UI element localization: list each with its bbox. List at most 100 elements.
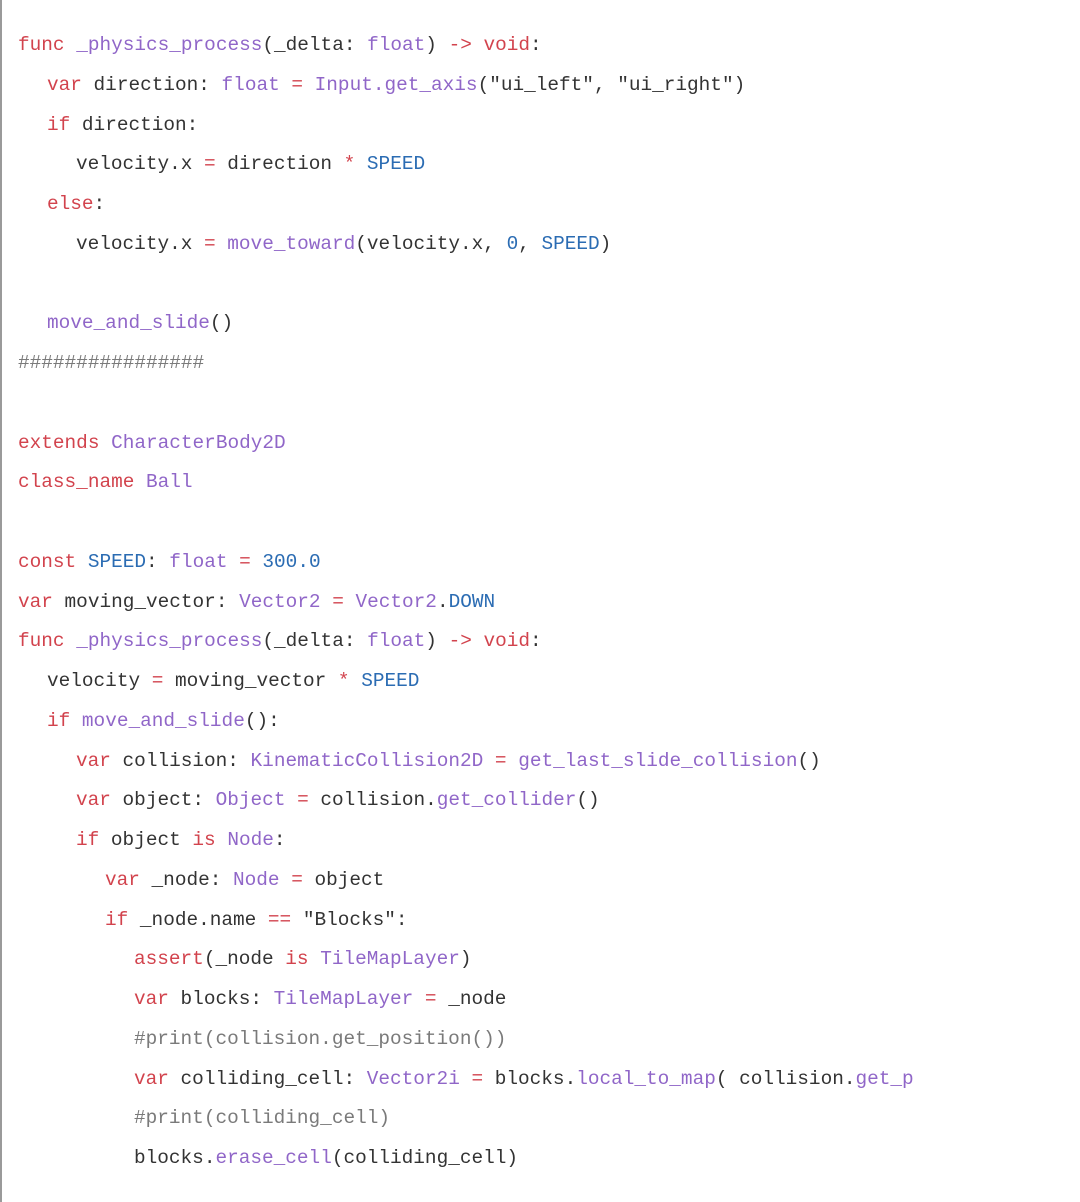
code-token: direction: xyxy=(81,113,199,136)
code-token xyxy=(507,750,519,772)
code-token: SPEED xyxy=(366,153,426,176)
code-token: else xyxy=(47,193,94,215)
code-token: get_collider xyxy=(436,789,577,812)
code-line: ################ xyxy=(2,344,1080,384)
code-token: (_node xyxy=(203,948,286,971)
code-token: == xyxy=(267,908,292,931)
code-token: SPEED xyxy=(361,670,420,692)
code-token: direction: xyxy=(93,73,222,96)
code-token: var xyxy=(76,749,123,772)
code-line: #print(collision.get_position()) xyxy=(2,1020,1080,1060)
code-token: velocity xyxy=(47,670,152,692)
code-token: : xyxy=(530,34,542,56)
code-token: () xyxy=(797,749,821,772)
code-token: float xyxy=(169,550,228,573)
code-token xyxy=(285,789,297,811)
code-token: var xyxy=(76,789,123,812)
code-token xyxy=(280,74,292,96)
code-token: KinematicCollision2D xyxy=(250,749,484,772)
code-line: func _physics_process(_delta: float) -> … xyxy=(2,622,1080,662)
code-token: = xyxy=(471,1067,484,1090)
code-token: TileMapLayer xyxy=(273,988,414,1010)
code-token: () xyxy=(209,312,234,335)
code-token: * xyxy=(343,153,356,176)
code-token: DOWN xyxy=(448,590,496,613)
code-token: _physics_process xyxy=(76,630,263,653)
code-token xyxy=(303,74,315,96)
code-token: if xyxy=(105,908,140,931)
code-token: SPEED xyxy=(541,232,600,255)
code-token: float xyxy=(367,34,426,56)
code-line: var _node: Node = object xyxy=(2,861,1080,901)
code-line: assert(_node is TileMapLayer) xyxy=(2,940,1080,980)
code-token: Vector2 xyxy=(355,590,437,613)
code-token: : xyxy=(530,630,542,653)
code-token: if xyxy=(47,709,82,732)
code-line xyxy=(2,503,1080,543)
code-token xyxy=(227,551,239,573)
code-token: is xyxy=(285,948,321,971)
code-token: _node.name xyxy=(139,908,268,931)
code-token: : xyxy=(273,829,286,851)
code-token: blocks: xyxy=(180,988,274,1010)
code-token: void xyxy=(483,630,531,653)
code-token: ) xyxy=(425,34,449,56)
code-line: var moving_vector: Vector2 = Vector2.DOW… xyxy=(2,583,1080,623)
code-token: Node xyxy=(227,829,274,851)
code-token: blocks. xyxy=(483,1067,577,1090)
code-line: move_and_slide() xyxy=(2,304,1080,344)
code-token: class_name xyxy=(18,471,146,494)
code-line: var blocks: TileMapLayer = _node xyxy=(2,980,1080,1020)
code-token: object: xyxy=(122,789,216,812)
code-token xyxy=(472,34,484,56)
code-token: 300.0 xyxy=(262,550,321,573)
code-token xyxy=(460,1068,472,1090)
code-token: = xyxy=(494,749,507,772)
code-token: ("ui_left", "ui_right") xyxy=(477,73,746,96)
code-token: var xyxy=(47,73,94,96)
code-token xyxy=(355,153,367,175)
code-token: if xyxy=(47,113,82,136)
code-token: var xyxy=(18,590,65,613)
code-token: : xyxy=(93,193,106,215)
code-token: = xyxy=(291,868,303,891)
code-line: const SPEED: float = 300.0 xyxy=(2,543,1080,583)
code-line: var object: Object = collision.get_colli… xyxy=(2,781,1080,821)
code-token: () xyxy=(576,789,600,812)
code-token: float xyxy=(221,73,280,96)
code-token: func xyxy=(18,34,77,56)
code-token: _node xyxy=(436,988,507,1010)
code-line: if _node.name == "Blocks": xyxy=(2,901,1080,941)
code-token: direction xyxy=(215,153,344,176)
code-token: _node: xyxy=(151,868,234,891)
code-token: (): xyxy=(244,709,280,732)
code-line: var direction: float = Input.get_axis("u… xyxy=(2,66,1080,106)
code-token: #print(collision.get_position()) xyxy=(134,1027,507,1050)
code-token: = xyxy=(424,988,437,1010)
code-token: ################ xyxy=(18,352,205,374)
code-token: Object xyxy=(215,789,286,812)
code-token: = xyxy=(291,73,304,96)
code-line: extends CharacterBody2D xyxy=(2,424,1080,464)
code-token: void xyxy=(483,34,531,56)
code-token: move_and_slide xyxy=(47,312,210,335)
code-line: #print(colliding_cell) xyxy=(2,1099,1080,1139)
code-token: : xyxy=(146,550,170,573)
code-token xyxy=(344,591,356,613)
code-token: = xyxy=(332,590,344,613)
code-token: move_and_slide xyxy=(81,709,245,732)
code-token: _physics_process xyxy=(76,34,263,56)
code-token: get_last_slide_collision xyxy=(518,749,798,772)
code-token: colliding_cell: xyxy=(180,1067,367,1090)
code-token: (_delta: xyxy=(262,34,368,56)
code-token: moving_vector: xyxy=(64,590,240,613)
code-line: if move_and_slide(): xyxy=(2,702,1080,742)
code-token: Vector2 xyxy=(239,590,321,613)
code-token: ) xyxy=(599,232,612,255)
code-token xyxy=(280,869,292,891)
code-token: velocity.x xyxy=(76,232,204,255)
code-token: func xyxy=(18,630,77,653)
code-token: object xyxy=(302,868,385,891)
code-token: Ball xyxy=(146,471,193,494)
